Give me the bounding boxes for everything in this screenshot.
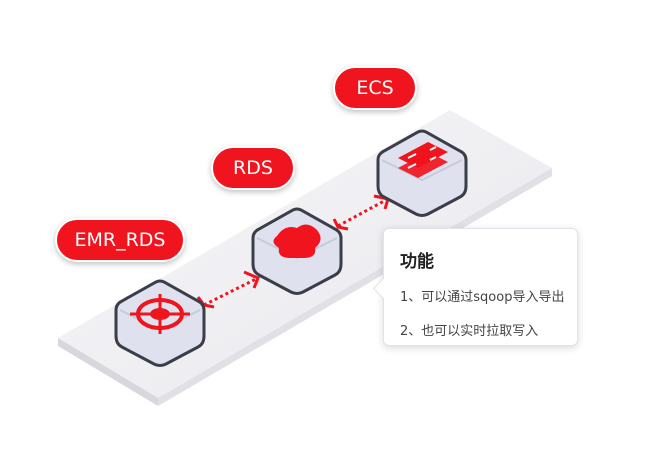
tooltip-line: 1、可以通过sqoop导入导出 xyxy=(400,290,565,305)
function-tooltip: 功能 1、可以通过sqoop导入导出 2、也可以实时拉取写入 xyxy=(383,228,578,346)
server-icon xyxy=(398,142,448,178)
tooltip-title: 功能 xyxy=(400,252,434,272)
ecs-node[interactable] xyxy=(376,129,468,217)
label-rds: RDS xyxy=(211,146,295,190)
tooltip-line: 2、也可以实时拉取写入 xyxy=(400,324,539,339)
crosshair-target-icon xyxy=(130,294,190,334)
rds-node[interactable] xyxy=(251,207,343,295)
label-emr-rds: EMR_RDS xyxy=(55,218,185,262)
emr-rds-node[interactable] xyxy=(114,279,206,367)
database-blob-icon xyxy=(273,224,321,258)
label-ecs: ECS xyxy=(333,66,417,110)
